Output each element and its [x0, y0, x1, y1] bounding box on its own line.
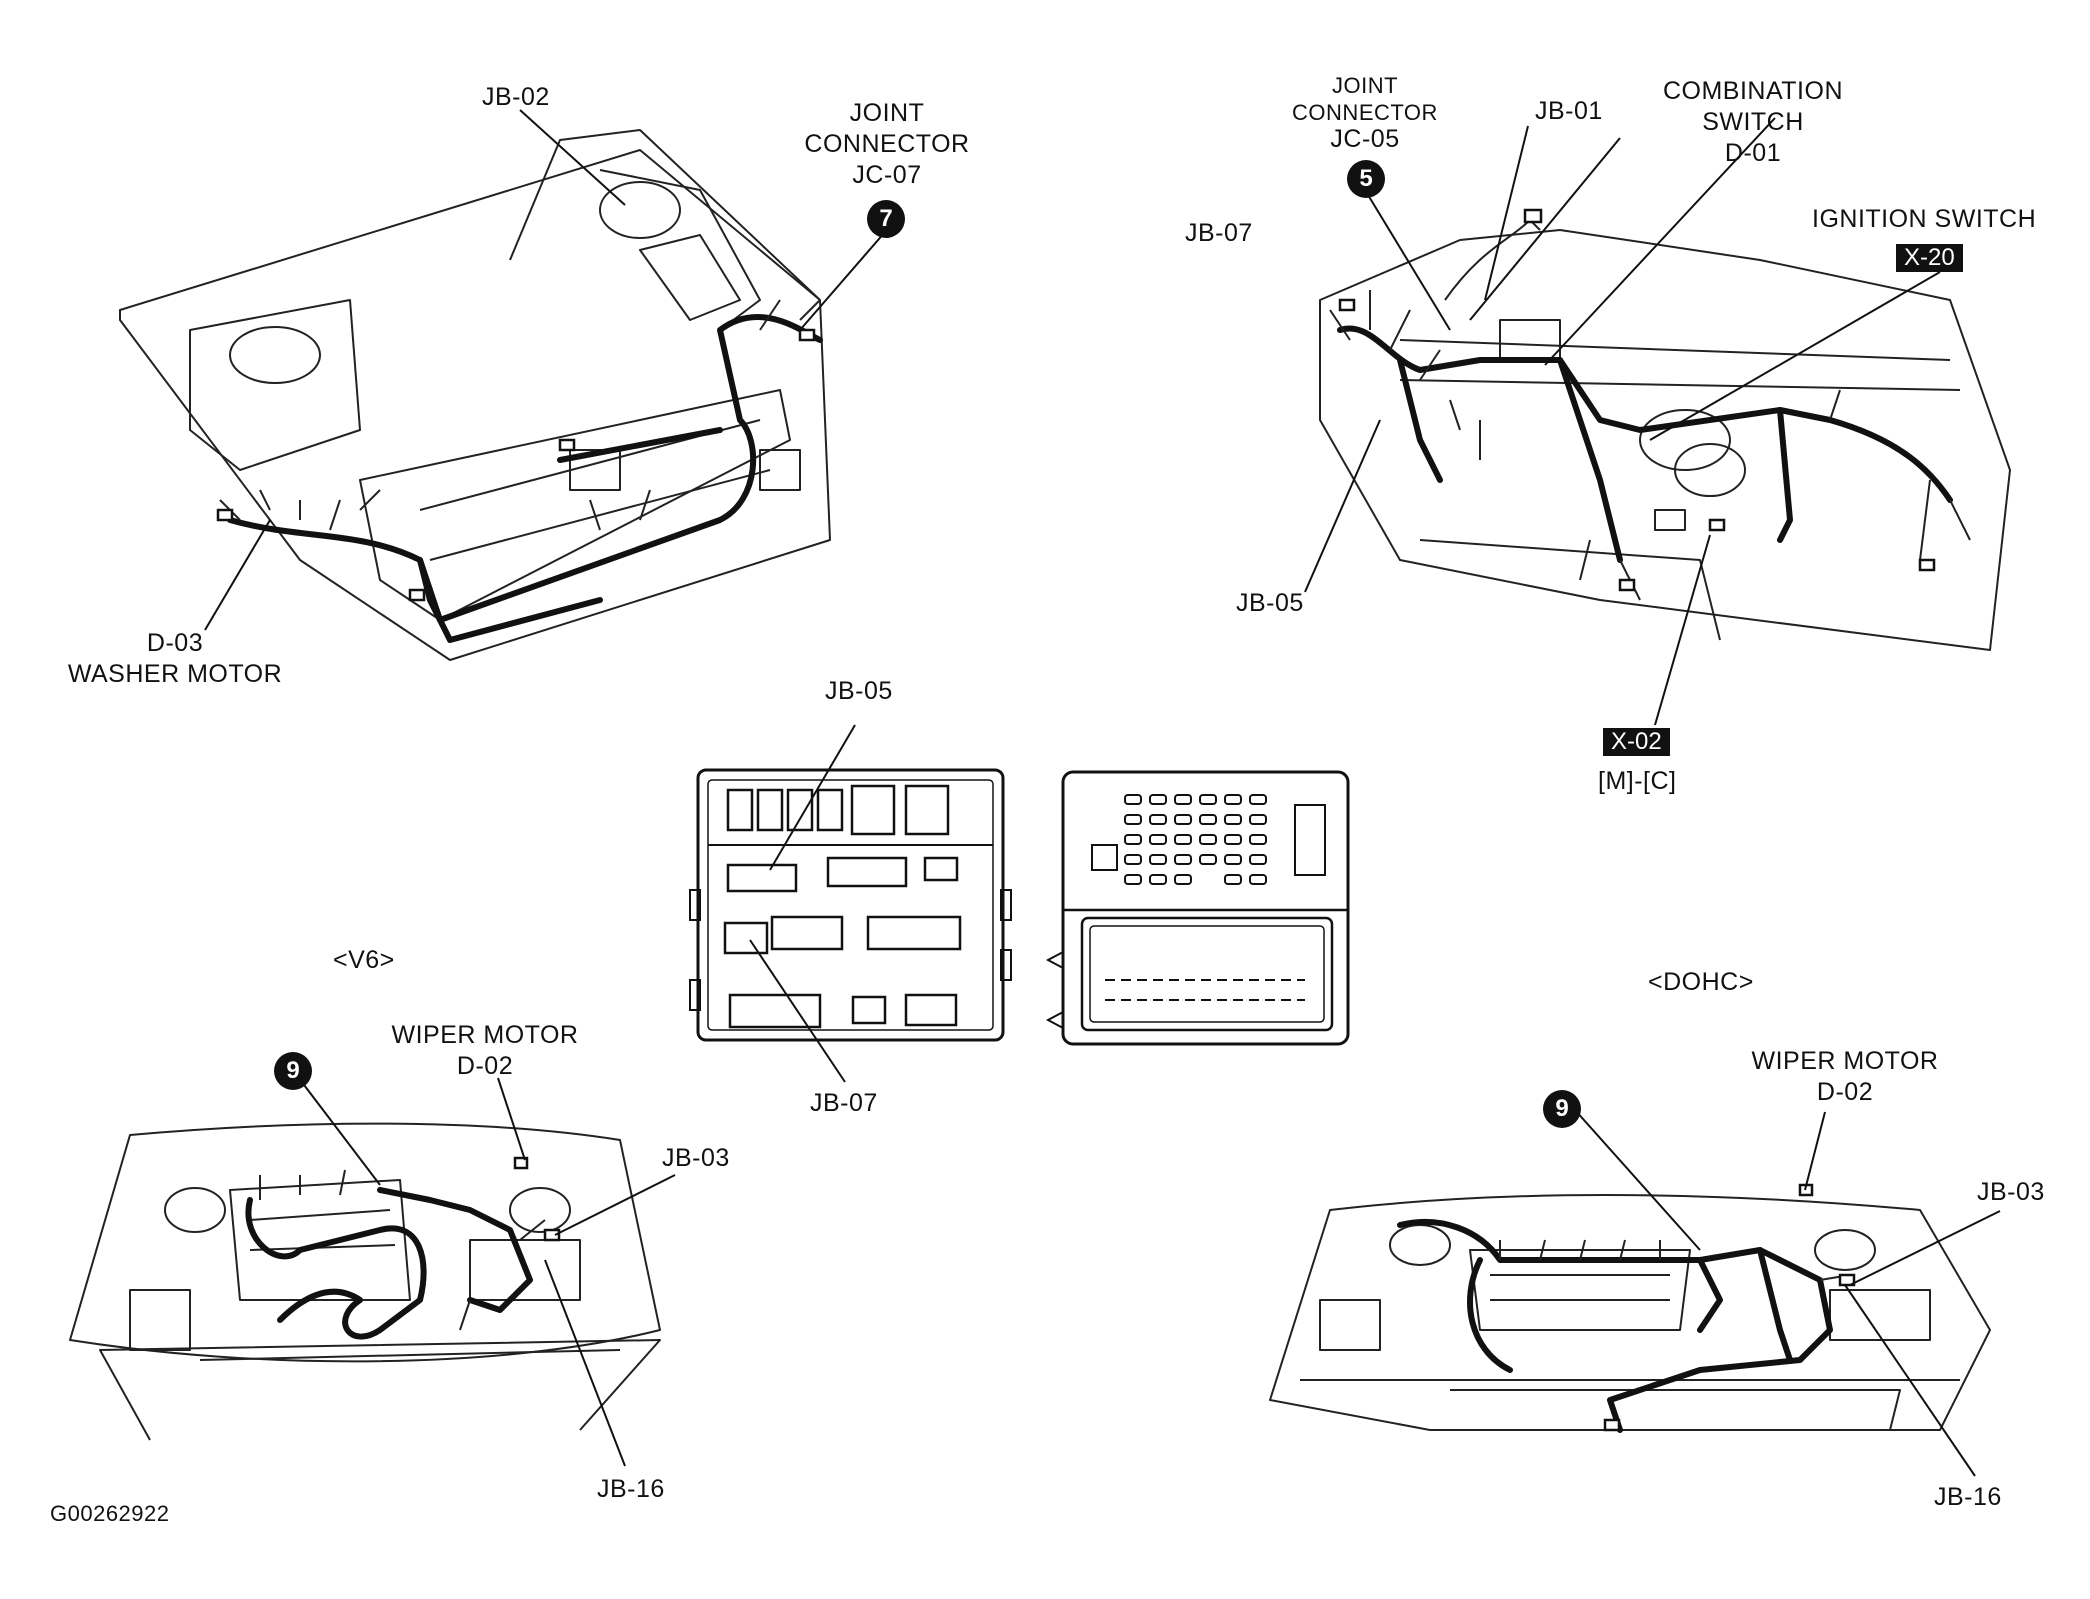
- label-joint-connector-jc05: JOINT CONNECTOR JC-05: [1280, 72, 1450, 153]
- dash-harness-illustration: [1319, 208, 2011, 651]
- jc07-line3: JC-07: [852, 161, 922, 189]
- label-v6: <V6>: [333, 946, 395, 974]
- combination-switch-line2: SWITCH: [1702, 108, 1804, 136]
- callout-7: 7: [867, 200, 905, 238]
- front-harness-illustration: [119, 129, 831, 661]
- jc07-line1: JOINT: [849, 99, 925, 127]
- label-jb07-top: JB-07: [1185, 219, 1253, 247]
- washer-motor-code: D-03: [146, 629, 204, 657]
- label-wiper-motor-left: WIPER MOTOR D-02: [375, 1020, 595, 1082]
- callout-5: 5: [1347, 160, 1385, 198]
- dohc-engine-bay-illustration: [1269, 1183, 1991, 1433]
- label-jb16-right: JB-16: [1934, 1483, 2002, 1511]
- label-jb03-right: JB-03: [1977, 1178, 2045, 1206]
- label-jb03-left: JB-03: [662, 1144, 730, 1172]
- badge-x02: X-02: [1603, 728, 1670, 756]
- label-washer-motor: D-03 WASHER MOTOR: [50, 628, 300, 690]
- combination-switch-code: D-01: [1724, 139, 1782, 167]
- label-jb01: JB-01: [1535, 97, 1603, 125]
- junction-box-rear: [1045, 770, 1350, 1046]
- jc05-line2: CONNECTOR: [1292, 100, 1438, 125]
- leader-lines: [204, 109, 2001, 1477]
- label-combination-switch: COMBINATION SWITCH D-01: [1648, 76, 1858, 169]
- wiper-motor-left-name: WIPER MOTOR: [391, 1021, 579, 1049]
- callout-9-left: 9: [274, 1052, 312, 1090]
- badge-x20: X-20: [1896, 244, 1963, 272]
- label-jb05-mid: JB-05: [825, 677, 893, 705]
- label-jb02: JB-02: [482, 83, 550, 111]
- jc05-line1: JOINT: [1331, 73, 1399, 98]
- washer-motor-name: WASHER MOTOR: [67, 660, 283, 688]
- label-jb07-mid: JB-07: [810, 1089, 878, 1117]
- label-jb05-top: JB-05: [1236, 589, 1304, 617]
- junction-box-front: [689, 768, 1012, 1042]
- jc07-line2: CONNECTOR: [804, 130, 970, 158]
- label-x02-sub: [M]-[C]: [1598, 767, 1677, 795]
- wiper-motor-right-code: D-02: [1816, 1078, 1874, 1106]
- callout-9-right: 9: [1543, 1090, 1581, 1128]
- v6-engine-bay-illustration: [69, 1122, 661, 1441]
- label-ignition-switch: IGNITION SWITCH: [1812, 205, 2037, 233]
- figure-id: G00262922: [50, 1501, 170, 1526]
- label-dohc: <DOHC>: [1648, 968, 1754, 996]
- label-jb16-left: JB-16: [597, 1475, 665, 1503]
- combination-switch-line1: COMBINATION: [1662, 77, 1844, 105]
- label-wiper-motor-right: WIPER MOTOR D-02: [1735, 1046, 1955, 1108]
- wiper-motor-right-name: WIPER MOTOR: [1751, 1047, 1939, 1075]
- label-joint-connector-jc07: JOINT CONNECTOR JC-07: [792, 98, 982, 191]
- jc05-line3: JC-05: [1330, 125, 1400, 153]
- wiper-motor-left-code: D-02: [456, 1052, 514, 1080]
